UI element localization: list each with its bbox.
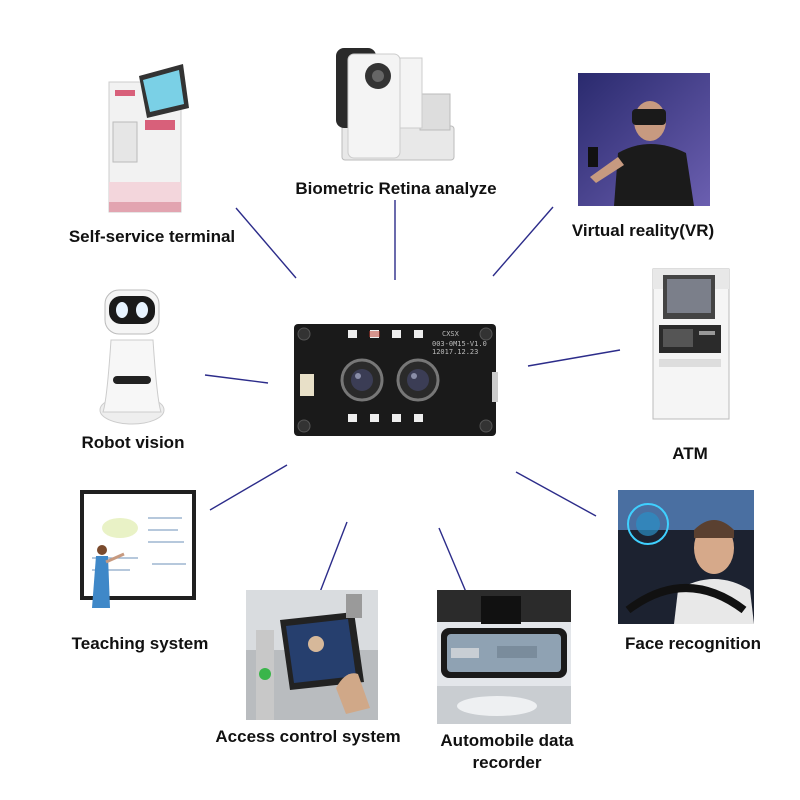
connector-teaching <box>209 464 288 511</box>
label-atm: ATM <box>672 444 708 463</box>
label-automobile-line1: Automobile data <box>440 731 574 750</box>
connector-robot <box>204 374 269 384</box>
label-access: Access control system <box>215 727 401 746</box>
robot-image <box>99 289 165 425</box>
atm-image <box>652 268 730 420</box>
connector-atm <box>527 349 621 367</box>
connector-vr <box>492 206 554 277</box>
connector-automobile <box>438 527 467 593</box>
connector-face <box>515 471 597 517</box>
connector-access <box>319 521 348 593</box>
svg-text:003-0M15-V1.0: 003-0M15-V1.0 <box>432 340 487 348</box>
label-robot: Robot vision <box>81 433 185 452</box>
label-retina: Biometric Retina analyze <box>295 179 497 198</box>
teaching-board-image <box>80 490 196 608</box>
label-vr: Virtual reality(VR) <box>571 221 715 240</box>
dashcam-image <box>437 590 571 724</box>
label-self-service: Self-service terminal <box>68 227 236 246</box>
label-automobile-line2: recorder <box>472 753 542 772</box>
svg-text:CXSX: CXSX <box>442 330 460 338</box>
label-teaching: Teaching system <box>71 634 209 653</box>
face-recognition-image <box>618 490 754 624</box>
camera-module-image: CXSX 003-0M15-V1.0 12017.12.23 <box>294 324 498 436</box>
svg-text:12017.12.23: 12017.12.23 <box>432 348 478 356</box>
kiosk-image <box>108 64 189 213</box>
connector-self-service <box>235 207 297 279</box>
label-face: Face recognition <box>624 634 762 653</box>
retina-analyzer-image <box>336 48 455 161</box>
vr-image <box>578 73 710 206</box>
access-control-image <box>246 590 378 720</box>
